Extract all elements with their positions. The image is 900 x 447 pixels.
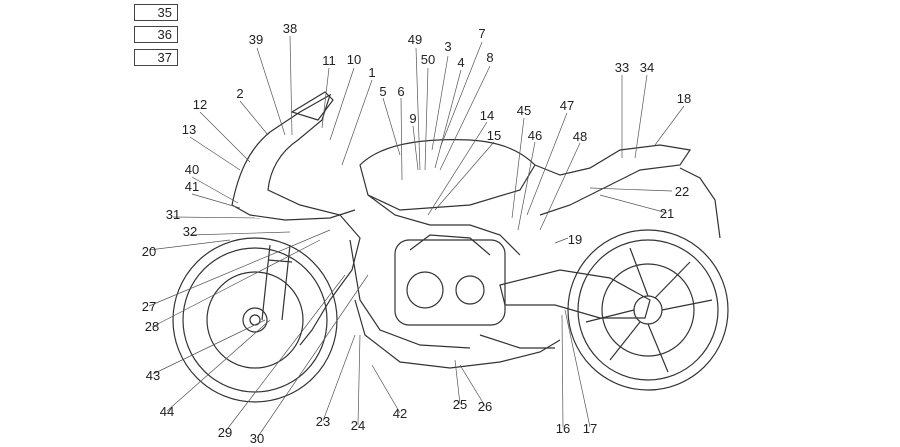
callout-39: 39 [249, 32, 263, 47]
callout-22: 22 [675, 184, 689, 199]
callout-49: 49 [408, 32, 422, 47]
callout-17: 17 [583, 421, 597, 436]
callout-6: 6 [397, 84, 404, 99]
callout-7: 7 [478, 26, 485, 41]
main-frame [367, 194, 521, 256]
callout-1: 1 [368, 65, 375, 80]
callout-48: 48 [573, 129, 587, 144]
callout-10: 10 [347, 52, 361, 67]
callout-15: 15 [487, 128, 501, 143]
belly-pan [354, 299, 561, 369]
callout-16: 16 [556, 421, 570, 436]
exhaust [479, 334, 555, 349]
callout-27: 27 [142, 299, 156, 314]
legend-box-37: 37 [134, 49, 178, 66]
callout-40: 40 [185, 162, 199, 177]
callout-34: 34 [640, 60, 654, 75]
callout-9: 9 [409, 111, 416, 126]
callout-26: 26 [478, 399, 492, 414]
callout-44: 44 [160, 404, 174, 419]
legend-box-36: 36 [134, 26, 178, 43]
front-wheel [172, 237, 338, 403]
motorcycle-drawing [172, 91, 729, 403]
callout-33: 33 [615, 60, 629, 75]
callout-13: 13 [182, 122, 196, 137]
windscreen [290, 91, 334, 121]
callout-23: 23 [316, 414, 330, 429]
front-fairing [231, 93, 361, 346]
callout-2: 2 [236, 86, 243, 101]
fuel-tank [359, 139, 536, 211]
callout-29: 29 [218, 425, 232, 440]
callout-41: 41 [185, 179, 199, 194]
callout-24: 24 [351, 418, 365, 433]
callout-12: 12 [193, 97, 207, 112]
callout-32: 32 [183, 224, 197, 239]
callout-43: 43 [146, 368, 160, 383]
callout-46: 46 [528, 128, 542, 143]
callout-25: 25 [453, 397, 467, 412]
callout-50: 50 [421, 52, 435, 67]
leader-lines [148, 35, 685, 439]
callout-labels: 38 39 11 10 1 2 12 13 40 41 31 32 20 27 … [142, 21, 691, 446]
callout-11: 11 [322, 53, 336, 68]
callout-20: 20 [142, 244, 156, 259]
callout-3: 3 [444, 39, 451, 54]
callout-4: 4 [457, 55, 464, 70]
callout-45: 45 [517, 103, 531, 118]
legend-box-35: 35 [134, 4, 178, 21]
callout-18: 18 [677, 91, 691, 106]
legend-box-label: 36 [157, 27, 172, 42]
engine [394, 234, 506, 326]
callout-28: 28 [145, 319, 159, 334]
callout-14: 14 [480, 108, 494, 123]
callout-38: 38 [283, 21, 297, 36]
legend-box-label: 37 [157, 50, 172, 65]
swingarm [499, 269, 651, 319]
callout-30: 30 [250, 431, 264, 446]
lower-fairing [349, 239, 471, 349]
seat-tail [534, 144, 692, 216]
callout-8: 8 [486, 50, 493, 65]
callout-42: 42 [393, 406, 407, 421]
nose-lower [231, 204, 356, 221]
legend-box-label: 35 [157, 5, 172, 20]
callout-21: 21 [660, 206, 674, 221]
rear-wheel [567, 229, 729, 391]
callout-31: 31 [166, 207, 180, 222]
callout-5: 5 [379, 84, 386, 99]
rear-fender [679, 167, 721, 239]
callout-19: 19 [568, 232, 582, 247]
callout-47: 47 [560, 98, 574, 113]
